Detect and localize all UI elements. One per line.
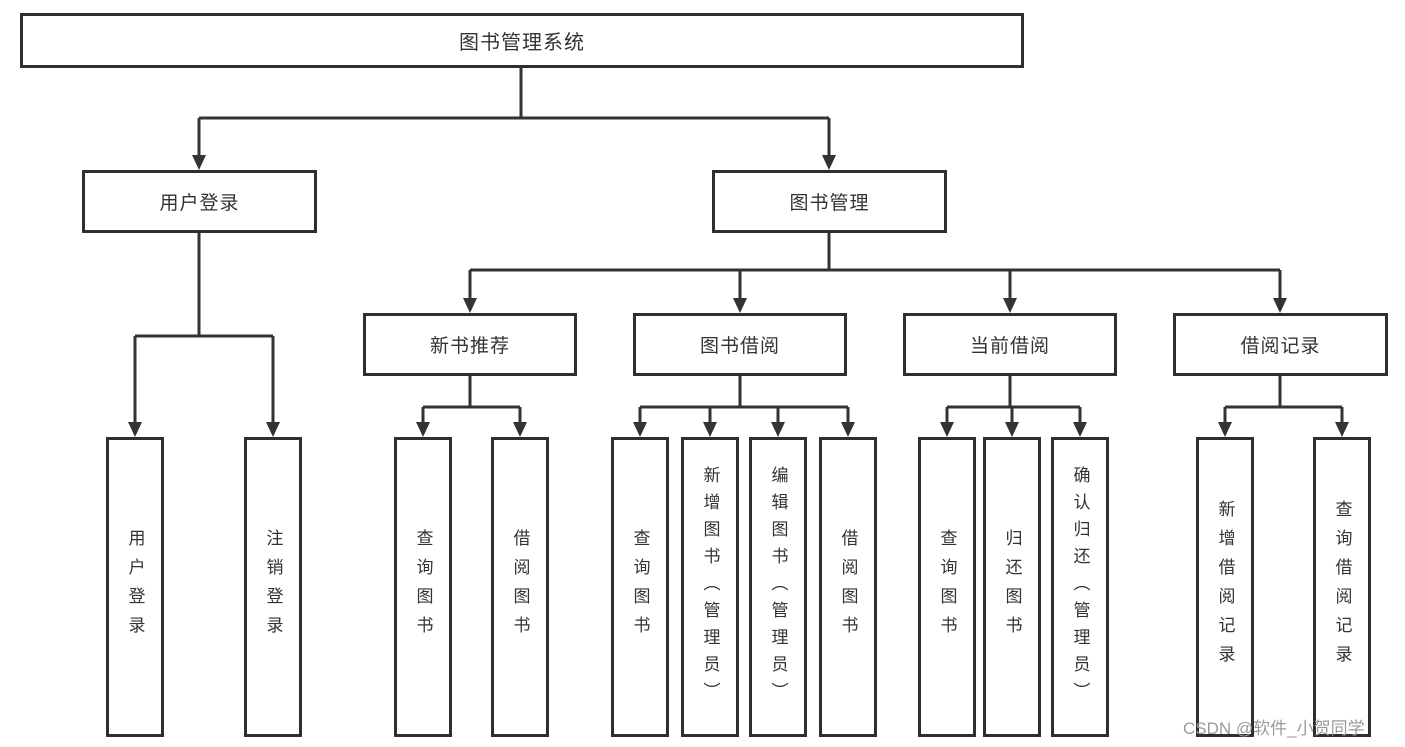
node-current-borrow: 当前借阅 xyxy=(903,313,1117,376)
arrowhead xyxy=(841,422,855,437)
arrowhead xyxy=(1003,298,1017,313)
arrowhead xyxy=(703,422,717,437)
connector-root-to-level1 xyxy=(197,68,831,156)
node-logout-action: 注销登录 xyxy=(244,437,302,737)
node-cb-query-books: 查询图书 xyxy=(918,437,976,737)
node-cb-return-books: 归还图书 xyxy=(983,437,1041,737)
arrowhead xyxy=(463,298,477,313)
arrowhead xyxy=(128,422,142,437)
node-book-borrow: 图书借阅 xyxy=(633,313,847,376)
connector-current-borrow-children xyxy=(945,376,1082,424)
node-br-query-record: 查询借阅记录 xyxy=(1313,437,1371,737)
arrowhead xyxy=(266,422,280,437)
csdn-watermark: CSDN @软件_小贺同学 xyxy=(1183,719,1365,738)
arrowhead xyxy=(1073,422,1087,437)
connector-user-login-children xyxy=(133,233,275,424)
node-user-login-action: 用户登录 xyxy=(106,437,164,737)
node-bb-query-books: 查询图书 xyxy=(611,437,669,737)
node-new-book-rec: 新书推荐 xyxy=(363,313,577,376)
node-book-mgmt: 图书管理 xyxy=(712,170,947,233)
arrowhead xyxy=(1005,422,1019,437)
node-root: 图书管理系统 xyxy=(20,13,1024,68)
connector-book-borrow-children xyxy=(638,376,850,424)
node-rec-borrow-books: 借阅图书 xyxy=(491,437,549,737)
arrowhead xyxy=(771,422,785,437)
arrowhead xyxy=(1218,422,1232,437)
node-bb-add-books: 新增图书（管理员） xyxy=(681,437,739,737)
arrowhead xyxy=(940,422,954,437)
connector-book-mgmt-children xyxy=(468,233,1282,299)
node-borrow-record: 借阅记录 xyxy=(1173,313,1388,376)
node-bb-borrow-books: 借阅图书 xyxy=(819,437,877,737)
arrowhead xyxy=(1273,298,1287,313)
node-user-login: 用户登录 xyxy=(82,170,317,233)
node-bb-edit-books: 编辑图书（管理员） xyxy=(749,437,807,737)
arrowhead xyxy=(1335,422,1349,437)
arrowhead xyxy=(633,422,647,437)
connector-new-book-rec-children xyxy=(421,376,522,424)
arrowhead xyxy=(733,298,747,313)
node-br-add-record: 新增借阅记录 xyxy=(1196,437,1254,737)
arrowhead xyxy=(822,155,836,170)
node-rec-query-books: 查询图书 xyxy=(394,437,452,737)
arrowhead xyxy=(416,422,430,437)
arrowhead xyxy=(513,422,527,437)
node-cb-confirm-return: 确认归还（管理员） xyxy=(1051,437,1109,737)
connector-borrow-record-children xyxy=(1223,376,1344,424)
arrowhead xyxy=(192,155,206,170)
